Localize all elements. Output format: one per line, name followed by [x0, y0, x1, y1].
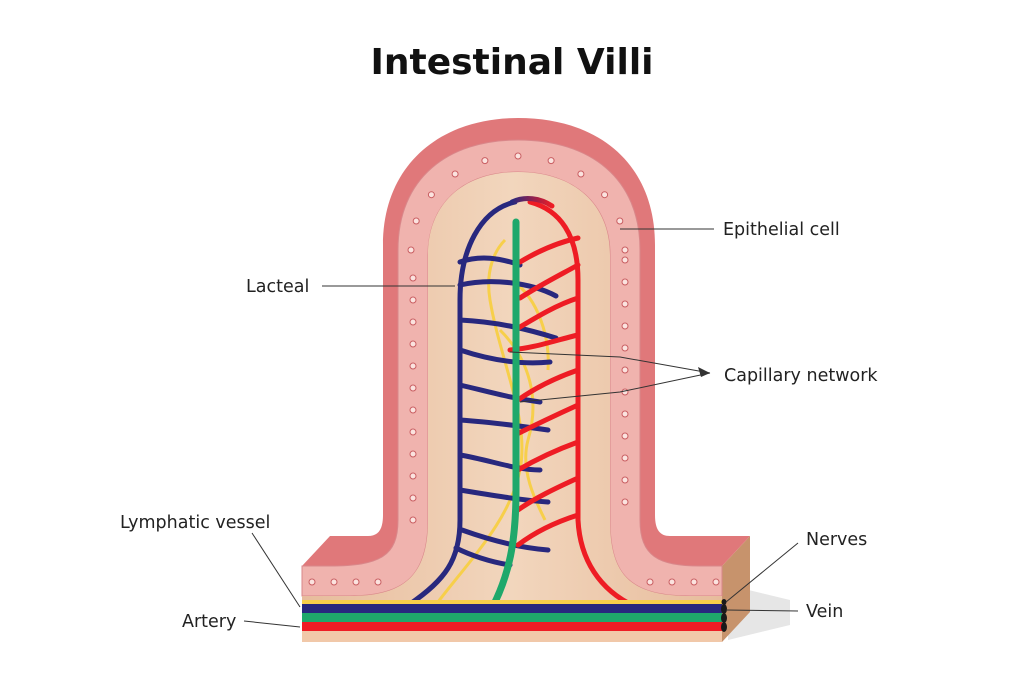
- epithelial-cell-nucleus: [668, 578, 676, 586]
- epithelial-cell-nucleus: [409, 494, 417, 502]
- epithelial-cell-nucleus: [621, 410, 629, 418]
- epithelial-cell-nucleus: [409, 516, 417, 524]
- epithelial-cell-nucleus: [481, 157, 489, 165]
- epithelial-cell-nucleus: [308, 578, 316, 586]
- epithelial-cell-nucleus: [409, 450, 417, 458]
- epithelial-cell-nucleus: [621, 256, 629, 264]
- label-artery: Artery: [182, 612, 236, 632]
- label-capillary-network: Capillary network: [724, 366, 878, 386]
- epithelial-cell-nucleus: [646, 578, 654, 586]
- epithelial-cell-nucleus: [407, 246, 415, 254]
- nerve-layer: [302, 600, 722, 604]
- epithelial-cell-nucleus: [621, 454, 629, 462]
- capillary-loop: [509, 196, 555, 209]
- base-block-side: [722, 536, 750, 642]
- vein-layer: [302, 604, 722, 613]
- lacteal: [486, 218, 520, 616]
- epithelial-cell-nucleus: [621, 246, 629, 254]
- label-epithelial-cell: Epithelial cell: [723, 220, 840, 240]
- epithelial-cell-nucleus: [374, 578, 382, 586]
- epithelial-cell-nucleus: [621, 476, 629, 484]
- label-lacteal: Lacteal: [246, 277, 309, 297]
- epithelial-cell-nucleus: [577, 170, 585, 178]
- epithelial-cell-nucleus: [621, 366, 629, 374]
- epithelial-cell-nucleus: [621, 344, 629, 352]
- epithelial-cell-nucleus: [409, 274, 417, 282]
- lymphatic-layer: [302, 613, 722, 622]
- epithelial-cell-nucleus: [621, 432, 629, 440]
- epithelial-cell-nucleus: [601, 191, 609, 199]
- label-lymphatic-vessel: Lymphatic vessel: [120, 513, 270, 533]
- epithelial-cell-nucleus: [409, 428, 417, 436]
- epithelial-cell-nucleus: [690, 578, 698, 586]
- label-nerves: Nerves: [806, 530, 867, 550]
- capillary-arrowhead: [698, 367, 710, 377]
- epithelial-cell-nucleus: [621, 388, 629, 396]
- artery-layer: [302, 622, 722, 631]
- epithelial-cell-nucleus: [352, 578, 360, 586]
- epithelial-cell-nucleus: [409, 318, 417, 326]
- label-vein: Vein: [806, 602, 843, 622]
- epithelial-cell-nucleus: [409, 406, 417, 414]
- epithelial-cell-nucleus: [409, 340, 417, 348]
- epithelial-cell-nucleus: [412, 217, 420, 225]
- diagram-title: Intestinal Villi: [370, 42, 653, 83]
- vessel-cross-sections: [721, 599, 727, 632]
- epithelial-cell-nucleus: [409, 472, 417, 480]
- leader-lines: [243, 228, 799, 628]
- epithelial-cell-nuclei: [308, 152, 720, 586]
- base-bottom-layer: [302, 631, 722, 642]
- epithelial-cell-nucleus: [514, 152, 522, 160]
- epithelial-cell-nucleus: [621, 322, 629, 330]
- epithelial-cell-nucleus: [451, 170, 459, 178]
- epithelial-cell-nucleus: [621, 300, 629, 308]
- epithelial-cell-nucleus: [409, 384, 417, 392]
- epithelial-cell-nucleus: [621, 278, 629, 286]
- epithelial-cell-nucleus: [330, 578, 338, 586]
- epithelial-cell-nucleus: [409, 362, 417, 370]
- epithelial-cell-nucleus: [712, 578, 720, 586]
- epithelial-cell-nucleus: [409, 296, 417, 304]
- epithelial-cell-nucleus: [427, 191, 435, 199]
- epithelial-cell-nucleus: [616, 217, 624, 225]
- epithelial-cell-nucleus: [621, 498, 629, 506]
- epithelial-cell-nucleus: [547, 157, 555, 165]
